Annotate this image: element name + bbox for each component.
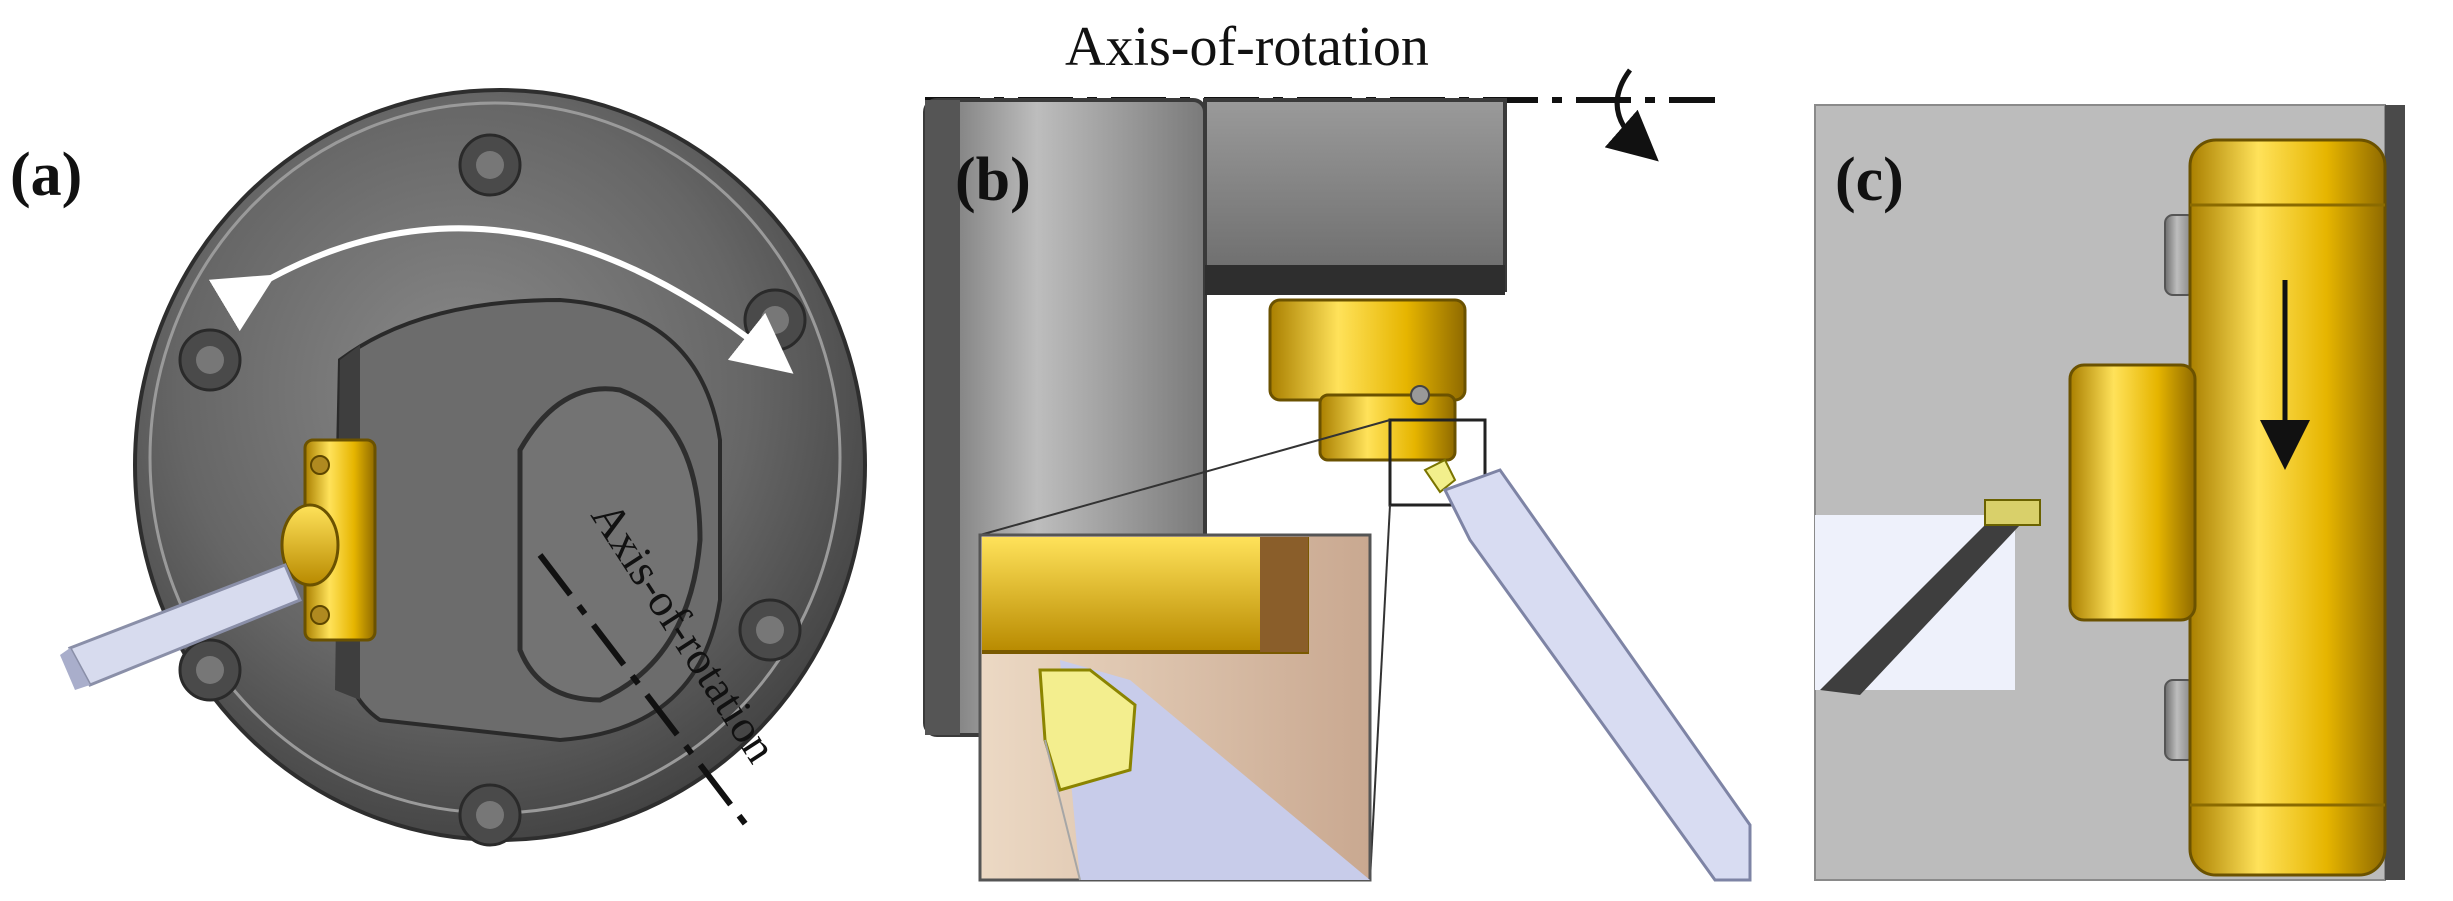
housing-left-edge bbox=[925, 100, 960, 735]
cutting-tool-c bbox=[1820, 525, 2020, 695]
zoom-connector bbox=[1369, 504, 1391, 881]
inset-dark-gap bbox=[1260, 537, 1308, 652]
panel-b-label: (b) bbox=[955, 146, 1031, 214]
axis-label-b: Axis-of-rotation bbox=[1065, 16, 1429, 78]
axis-rotation-arrow bbox=[1604, 68, 1659, 162]
zoom-connector bbox=[979, 419, 1391, 536]
holder-screw bbox=[310, 455, 330, 475]
panel-c: (c) bbox=[1814, 104, 2405, 881]
d-recess bbox=[517, 386, 703, 703]
gold-spindle-lower bbox=[1318, 393, 1457, 462]
spindle-screw bbox=[1410, 385, 1430, 405]
holder-screw bbox=[310, 605, 330, 625]
holder-boss bbox=[280, 503, 340, 587]
inset-gold-band bbox=[982, 537, 1307, 652]
housing-top-shadow bbox=[1205, 265, 1505, 295]
gold-spindle-upper bbox=[1268, 298, 1467, 402]
axis-line-a bbox=[537, 553, 753, 832]
inset-tool bbox=[1060, 660, 1370, 880]
panel-b: Axis-of-rotation (b bbox=[923, 16, 1752, 882]
rotation-arrow bbox=[208, 225, 794, 374]
insert-c bbox=[1984, 499, 2041, 526]
panel-a: (a) bbox=[10, 88, 867, 847]
cutting-tool-b bbox=[1442, 468, 1752, 882]
panel-c-label: (c) bbox=[1835, 146, 1904, 214]
panel-a-label: (a) bbox=[10, 141, 82, 209]
inset-zoom bbox=[978, 533, 1372, 882]
insert-small bbox=[1423, 458, 1457, 494]
gold-block bbox=[2188, 138, 2387, 877]
housing-top bbox=[1203, 98, 1507, 292]
gold-boss bbox=[2068, 363, 2197, 622]
zoom-region bbox=[1388, 418, 1487, 507]
panel-c-right-wall bbox=[2385, 105, 2405, 880]
